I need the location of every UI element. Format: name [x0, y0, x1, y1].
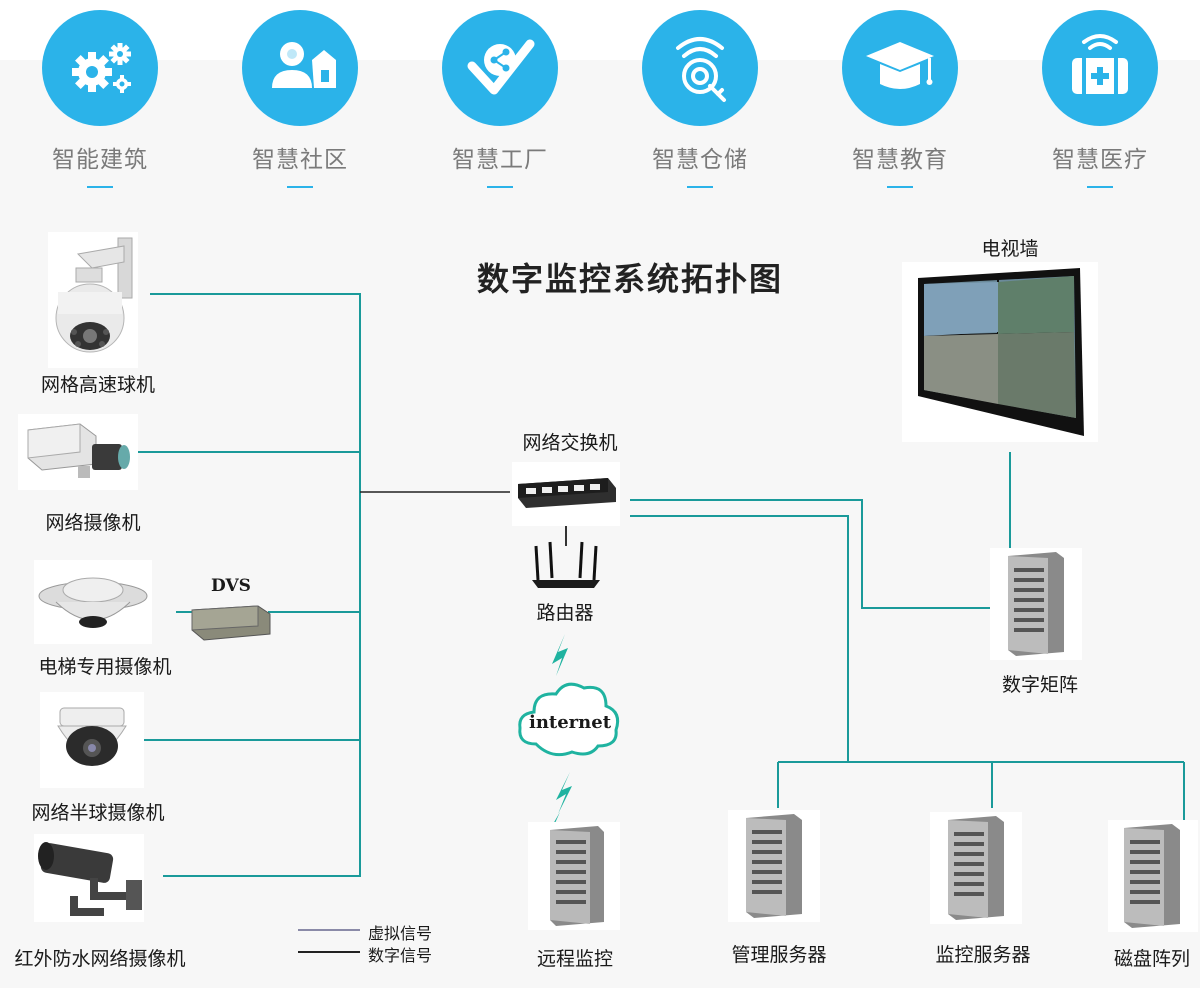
- category-label-warehouse: 智慧仓储: [652, 147, 748, 173]
- digital-matrix-label: 数字矩阵: [1001, 674, 1078, 696]
- category-education[interactable]: [842, 10, 958, 126]
- share-check-icon: [467, 39, 535, 95]
- dome-camera-label: 网络半球摄像机: [31, 802, 165, 824]
- ir-camera-label: 红外防水网络摄像机: [14, 948, 186, 970]
- graduation-cap-icon: [866, 42, 934, 89]
- router-image[interactable]: [528, 540, 604, 588]
- category-underline: [887, 186, 913, 188]
- category-underline: [87, 186, 113, 188]
- category-community[interactable]: [242, 10, 358, 126]
- management-server-image[interactable]: [728, 810, 820, 922]
- router-label: 路由器: [536, 602, 594, 624]
- category-building[interactable]: [42, 10, 158, 126]
- speed-dome-camera-label: 网格高速球机: [40, 374, 155, 396]
- category-label-community: 智慧社区: [252, 147, 348, 173]
- elevator-camera-label: 电梯专用摄像机: [38, 656, 172, 678]
- tv-wall-label: 电视墙: [981, 238, 1039, 260]
- dvs-box-image: [188, 600, 274, 644]
- disk-array-label: 磁盘阵列: [1113, 948, 1190, 970]
- category-label-building: 智能建筑: [52, 147, 148, 173]
- legend-virtual-signal: 虚拟信号: [368, 924, 433, 943]
- tv-wall-image[interactable]: [902, 262, 1098, 442]
- box-camera-label: 网络摄像机: [45, 512, 141, 534]
- box-camera-image: [18, 414, 138, 490]
- dome-camera-image: [40, 692, 144, 788]
- category-label-factory: 智慧工厂: [452, 147, 548, 173]
- category-underline: [287, 186, 313, 188]
- internet-cloud-icon: [514, 674, 624, 764]
- category-factory[interactable]: [442, 10, 558, 126]
- dvs-label: DVS: [211, 576, 251, 596]
- legend-digital-signal: 数字信号: [368, 946, 433, 965]
- category-warehouse[interactable]: [642, 10, 758, 126]
- ir-camera-image: [34, 834, 144, 922]
- gears-icon: [72, 43, 131, 93]
- wifi-key-icon: [676, 37, 726, 102]
- remote-monitor-label: 远程监控: [536, 948, 613, 970]
- elevator-camera-image: [34, 560, 152, 644]
- community-icon: [272, 42, 336, 88]
- monitor-server-image[interactable]: [930, 812, 1022, 924]
- category-label-education: 智慧教育: [852, 147, 948, 173]
- digital-matrix-image[interactable]: [990, 548, 1082, 660]
- management-server-label: 管理服务器: [731, 944, 827, 966]
- category-underline: [1087, 186, 1113, 188]
- monitor-server-label: 监控服务器: [935, 944, 1031, 966]
- switch-label: 网络交换机: [522, 432, 618, 454]
- disk-array-image[interactable]: [1108, 820, 1198, 932]
- category-label-medical: 智慧医疗: [1052, 147, 1148, 173]
- speed-dome-camera-image: [48, 232, 138, 368]
- diagram-title: 数字监控系统拓扑图: [476, 260, 783, 298]
- top-band: [0, 0, 1200, 60]
- medical-kit-icon: [1072, 34, 1128, 94]
- network-switch-image[interactable]: [512, 462, 620, 526]
- remote-server-image[interactable]: [528, 822, 620, 930]
- category-medical[interactable]: [1042, 10, 1158, 126]
- category-underline: [687, 186, 713, 188]
- internet-label: internet: [528, 712, 612, 733]
- category-underline: [487, 186, 513, 188]
